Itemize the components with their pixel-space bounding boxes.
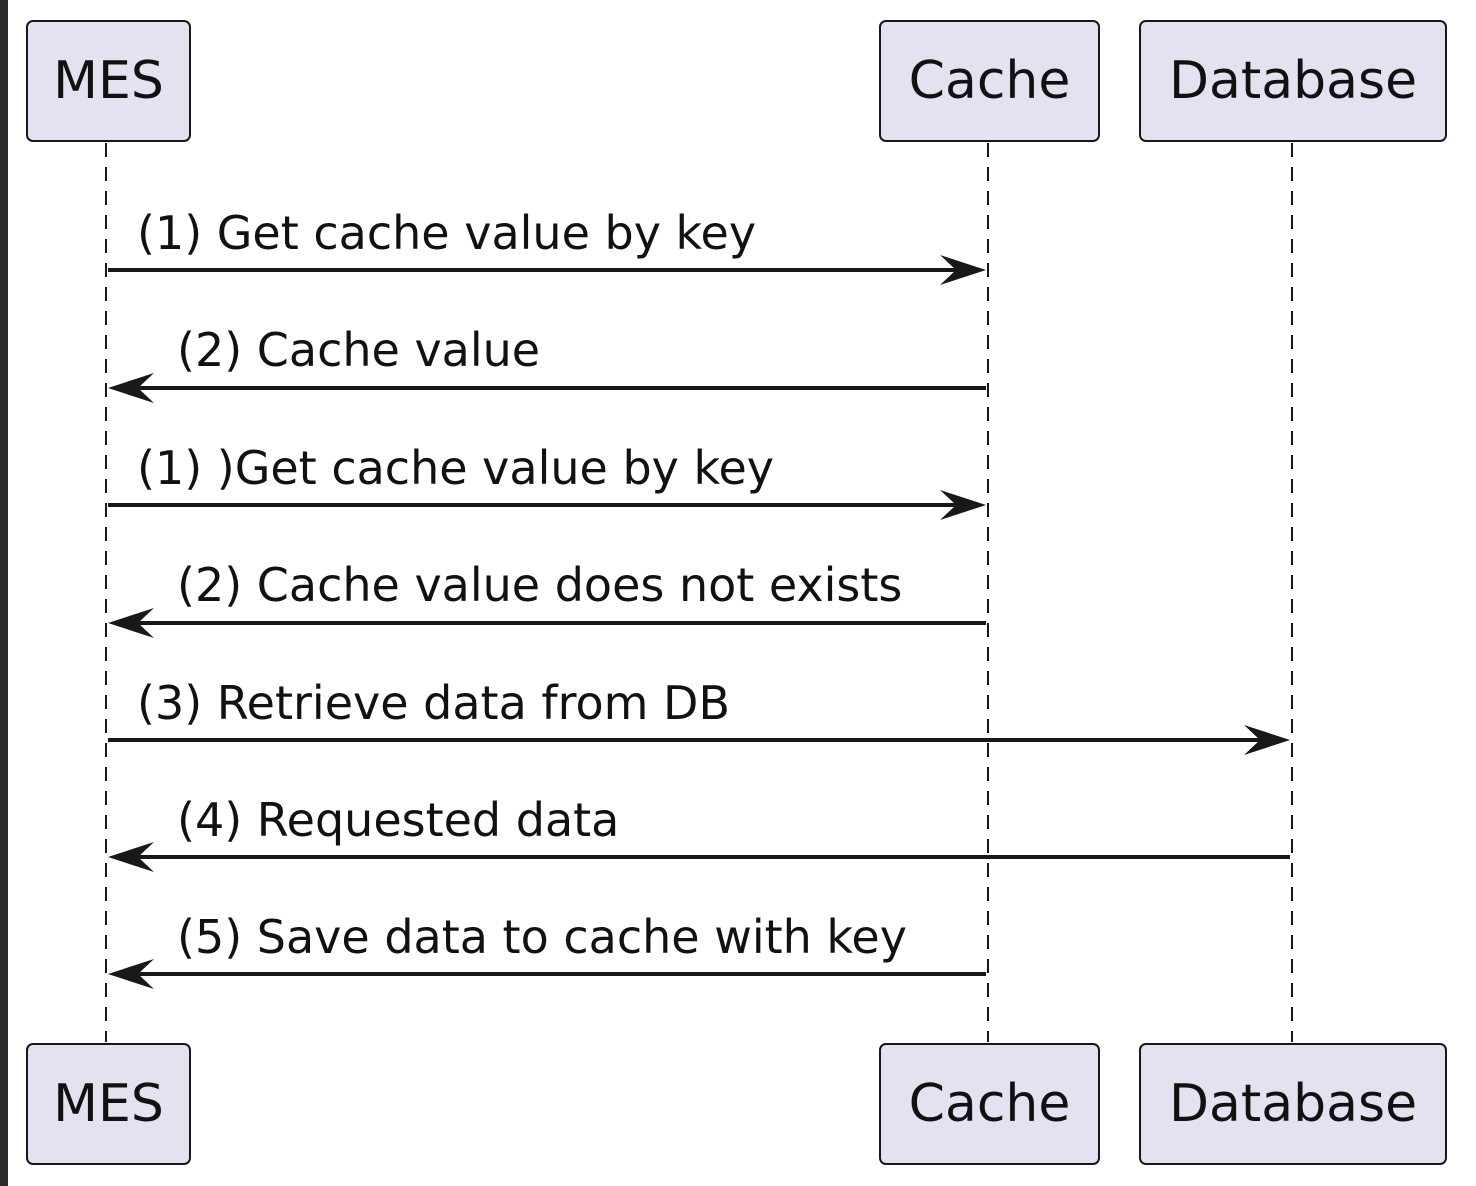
participant-label: MES xyxy=(53,1074,164,1134)
message-arrow xyxy=(108,608,986,638)
message-label: (1) Get cache value by key xyxy=(137,206,757,260)
participant-label: MES xyxy=(53,51,164,111)
participant-label: Cache xyxy=(908,51,1071,111)
message-arrow xyxy=(108,490,986,520)
arrowhead xyxy=(1244,725,1290,755)
participant-mes-bottom: MES xyxy=(26,1043,191,1165)
message-label: (3) Retrieve data from DB xyxy=(137,676,731,730)
arrowhead xyxy=(108,842,154,872)
arrowhead xyxy=(108,608,154,638)
message-arrow xyxy=(108,725,1290,755)
participant-cache-top: Cache xyxy=(879,20,1100,142)
participant-cache-bottom: Cache xyxy=(879,1043,1100,1165)
sequence-diagram: MES Cache Database MES Cache Database (1… xyxy=(8,0,1476,1186)
participant-mes-top: MES xyxy=(26,20,191,142)
participant-label: Database xyxy=(1168,51,1418,111)
participant-label: Database xyxy=(1168,1074,1418,1134)
participant-label: Cache xyxy=(908,1074,1071,1134)
arrowhead xyxy=(940,490,986,520)
arrowhead xyxy=(940,255,986,285)
message-arrow xyxy=(108,373,986,403)
participant-database-bottom: Database xyxy=(1139,1043,1447,1165)
message-arrow xyxy=(108,255,986,285)
message-label: (4) Requested data xyxy=(177,793,620,847)
message-arrow xyxy=(108,959,986,989)
message-arrow xyxy=(108,842,1290,872)
arrowhead xyxy=(108,373,154,403)
message-label: (5) Save data to cache with key xyxy=(177,910,907,964)
message-label: (2) Cache value does not exists xyxy=(177,558,903,612)
diagram-lines xyxy=(105,143,1293,1042)
arrowhead xyxy=(108,959,154,989)
participant-database-top: Database xyxy=(1139,20,1447,142)
message-label: (2) Cache value xyxy=(177,323,541,377)
message-label: (1) )Get cache value by key xyxy=(137,441,775,495)
